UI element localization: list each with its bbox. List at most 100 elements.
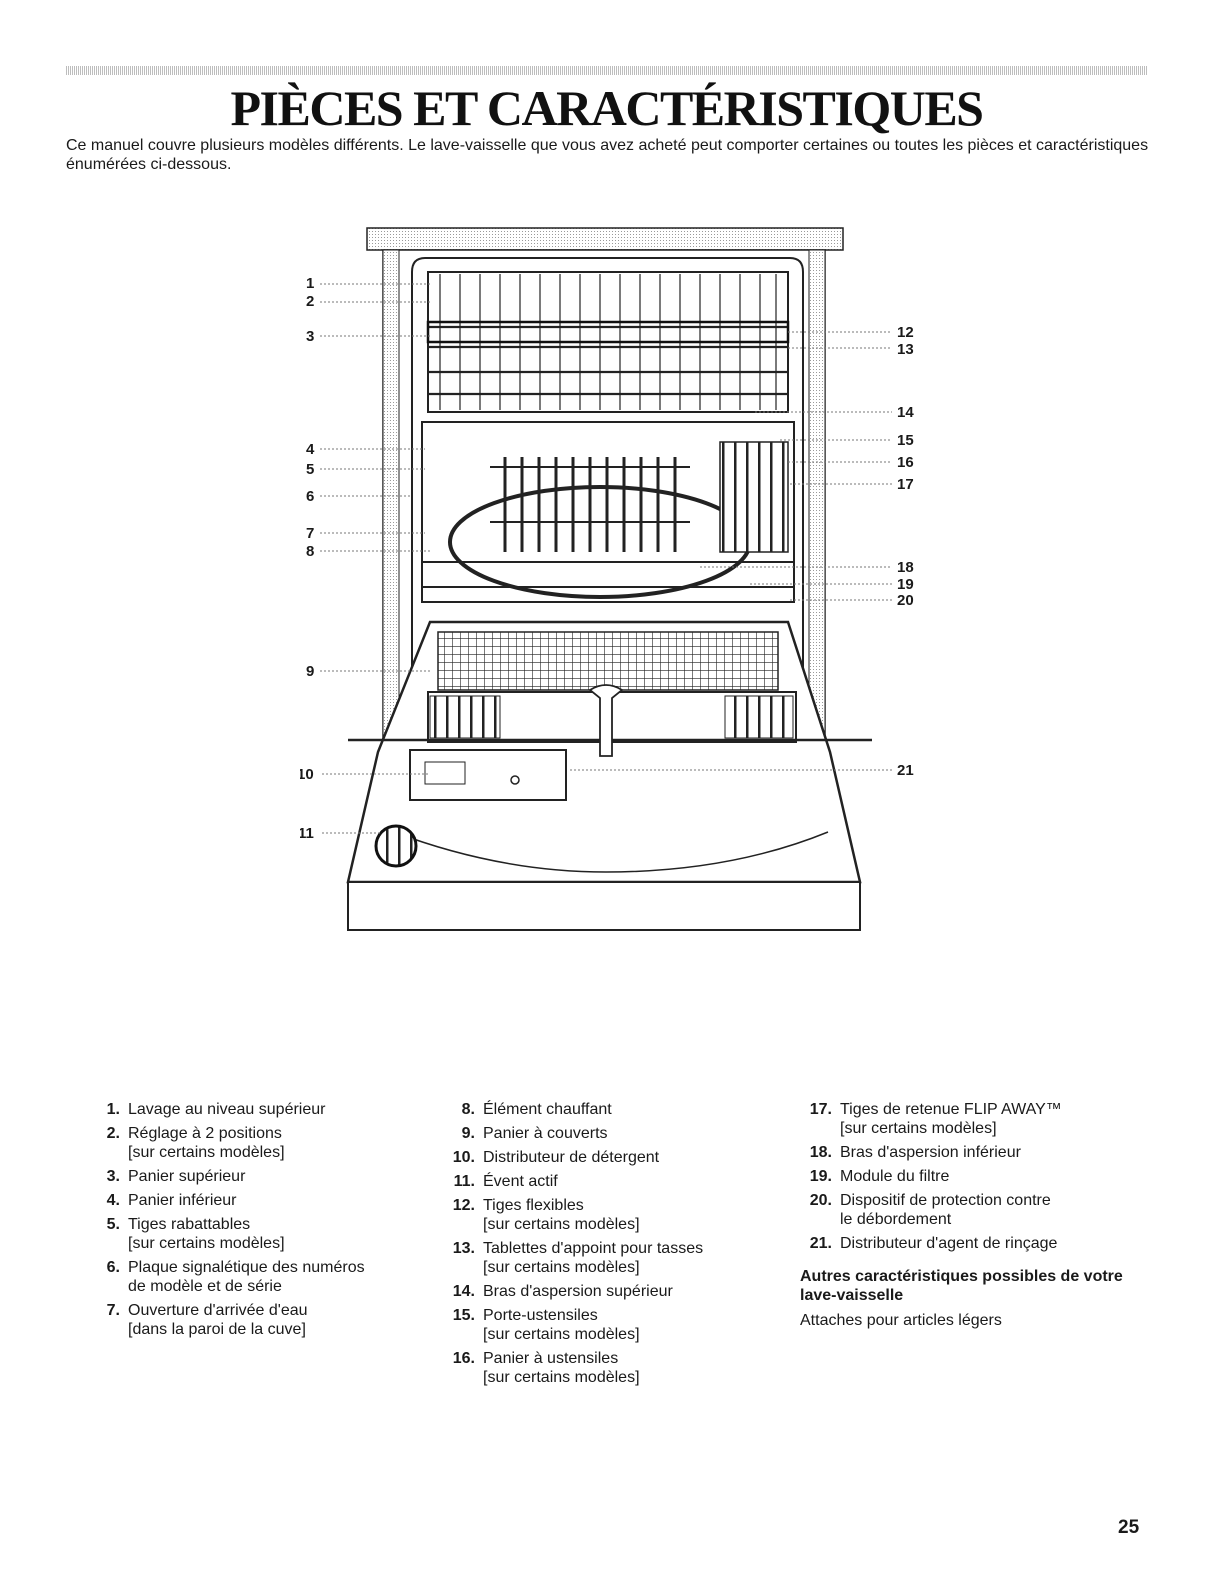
legend-text: Module du filtre (840, 1168, 950, 1185)
legend-item: 2. Réglage à 2 positions [sur certains mod… (88, 1124, 418, 1162)
legend-text: Distributeur de détergent (483, 1149, 660, 1166)
legend-text: Panier inférieur (128, 1192, 237, 1209)
legend-number: 9. (461, 1125, 475, 1142)
callout-18: 18 (897, 559, 914, 576)
legend-text: Tiges flexibles (483, 1197, 584, 1214)
other-features-text: Attaches pour articles légers (800, 1312, 1002, 1329)
legend-number: 13. (452, 1240, 475, 1257)
legend-item: 6. Plaque signalétique des numéros de modè… (88, 1258, 418, 1296)
legend-note: [sur certains modèles] (483, 1216, 640, 1233)
legend-item: 16.Panier à ustensiles[sur certains modè… (443, 1349, 783, 1387)
legend-note: le débordement (840, 1211, 952, 1228)
legend-item: 5. Tiges rabattables [sur certains modèles… (88, 1215, 418, 1253)
legend-number: 7. (106, 1302, 120, 1319)
legend-item: 17. Tiges de retenue FLIP AWAY™ [sur certa… (800, 1100, 1130, 1138)
legend-number: 10. (452, 1149, 475, 1166)
legend-item: 19. Module du filtre (800, 1167, 1130, 1186)
legend-text: Porte-ustensiles (483, 1307, 598, 1324)
legend-text: Panier supérieur (128, 1168, 246, 1185)
callout-12: 12 (897, 324, 914, 341)
legend-item: 4. Panier inférieur (88, 1191, 418, 1210)
callout-15: 15 (897, 432, 914, 449)
legend-number: 3. (106, 1168, 120, 1185)
callout-10: 10 (300, 766, 314, 783)
dishwasher-illustration: 1 2 3 4 5 6 7 8 9 10 11 12 13 14 15 16 1… (300, 227, 914, 931)
legend-number: 15. (452, 1307, 475, 1324)
legend-text: Bras d'aspersion inférieur (840, 1144, 1021, 1161)
legend-item: 7. Ouverture d'arrivée d'eau [dans la paro… (88, 1301, 418, 1339)
callout-14: 14 (897, 404, 914, 421)
callout-1: 1 (306, 275, 314, 292)
legend-number: 20. (809, 1192, 832, 1209)
legend-item: 14. Bras d'aspersion supérieur (443, 1282, 783, 1301)
legend-column-2: 8.Élément chauffant 9.Panier à couverts … (443, 1100, 783, 1392)
legend-number: 12. (452, 1197, 475, 1214)
legend-item: 13. Tablettes d'appoint pour tasses [sur c… (443, 1239, 783, 1277)
legend-note: [sur certains modèles] (483, 1259, 640, 1276)
callout-4: 4 (306, 441, 315, 458)
legend-item: 9. Panier à couverts (443, 1124, 783, 1143)
callout-7: 7 (306, 525, 314, 542)
legend-text: Tiges rabattables (128, 1216, 251, 1233)
legend-number: 18. (809, 1144, 832, 1161)
legend-text: Tablettes d'appoint pour tasses (483, 1240, 704, 1257)
legend-text: Réglage à 2 positions (128, 1125, 282, 1142)
callout-13: 13 (897, 341, 914, 358)
page-number: 25 (1118, 1517, 1140, 1538)
dishwasher-diagram: 1 2 3 4 5 6 7 8 9 10 11 12 13 14 15 16 1… (300, 222, 920, 938)
callout-11: 11 (300, 825, 314, 842)
legend-number: 4. (106, 1192, 120, 1209)
callout-6: 6 (306, 488, 314, 505)
callout-8: 8 (306, 543, 314, 560)
legend-item: 21. Distributeur d'agent de rinçage (800, 1234, 1130, 1253)
legend-note: [sur certains modèles] (128, 1144, 285, 1161)
legend-column-1: 1.Lavage au niveau supérieur 2. Réglage à… (88, 1100, 418, 1344)
legend-note: [sur certains modèles] (483, 1326, 640, 1343)
other-features-heading: Autres caractéristiques possibles de vot… (800, 1268, 1123, 1304)
legend-number: 16. (452, 1350, 475, 1367)
legend-note: de modèle et de série (128, 1278, 282, 1295)
legend-number: 11. (453, 1173, 475, 1190)
legend-note: [sur certains modèles] (128, 1235, 285, 1252)
legend-number: 5. (106, 1216, 120, 1233)
legend-number: 6. (106, 1259, 120, 1276)
callout-3: 3 (306, 328, 314, 345)
page-title: PIÈCES ET CARACTÉRISTIQUES (230, 80, 985, 136)
legend-item: 1.Lavage au niveau supérieur (88, 1100, 418, 1119)
legend-text: Panier à couverts (483, 1125, 608, 1142)
callout-21: 21 (897, 762, 914, 779)
callout-9: 9 (306, 663, 314, 680)
callout-2: 2 (306, 293, 314, 310)
legend-item: 10. Distributeur de détergent (443, 1148, 783, 1167)
legend-text: Évent actif (483, 1173, 558, 1190)
legend-text: Bras d'aspersion supérieur (483, 1283, 673, 1300)
legend-number: 14. (452, 1283, 475, 1300)
legend-text: Plaque signalétique des numéros (128, 1259, 365, 1276)
legend-number: 8. (461, 1101, 475, 1118)
legend-number: 19. (809, 1168, 832, 1185)
legend-item: 12. Tiges flexibles [sur certains modèles] (443, 1196, 783, 1234)
callout-19: 19 (897, 576, 914, 593)
legend-text: Dispositif de protection contre (840, 1192, 1051, 1209)
legend-text: Élément chauffant (483, 1101, 612, 1118)
legend-number: 2. (106, 1125, 120, 1142)
callout-20: 20 (897, 592, 914, 609)
callout-17: 17 (897, 476, 914, 493)
callout-16: 16 (897, 454, 914, 471)
legend-item: 18. Bras d'aspersion inférieur (800, 1143, 1130, 1162)
legend-item: 11. Évent actif (443, 1172, 783, 1191)
legend-note: [sur certains modèles] (483, 1369, 640, 1386)
legend-number: 17. (809, 1101, 832, 1118)
legend-text: Ouverture d'arrivée d'eau (128, 1302, 308, 1319)
legend-number: 21. (809, 1235, 832, 1252)
legend-text: Lavage au niveau supérieur (128, 1101, 326, 1118)
legend-item: 8. Élément chauffant (443, 1100, 783, 1119)
legend-note: [dans la paroi de la cuve] (128, 1321, 306, 1338)
legend-item: 20. Dispositif de protection contre le déb… (800, 1191, 1130, 1229)
intro-paragraph: Ce manuel couvre plusieurs modèles diffé… (66, 137, 1149, 173)
callout-5: 5 (306, 461, 314, 478)
legend-text: Distributeur d'agent de rinçage (840, 1235, 1058, 1252)
legend-text: Tiges de retenue FLIP AWAY™ (840, 1101, 1062, 1118)
top-rule (66, 66, 1147, 75)
legend-note: [sur certains modèles] (840, 1120, 997, 1137)
